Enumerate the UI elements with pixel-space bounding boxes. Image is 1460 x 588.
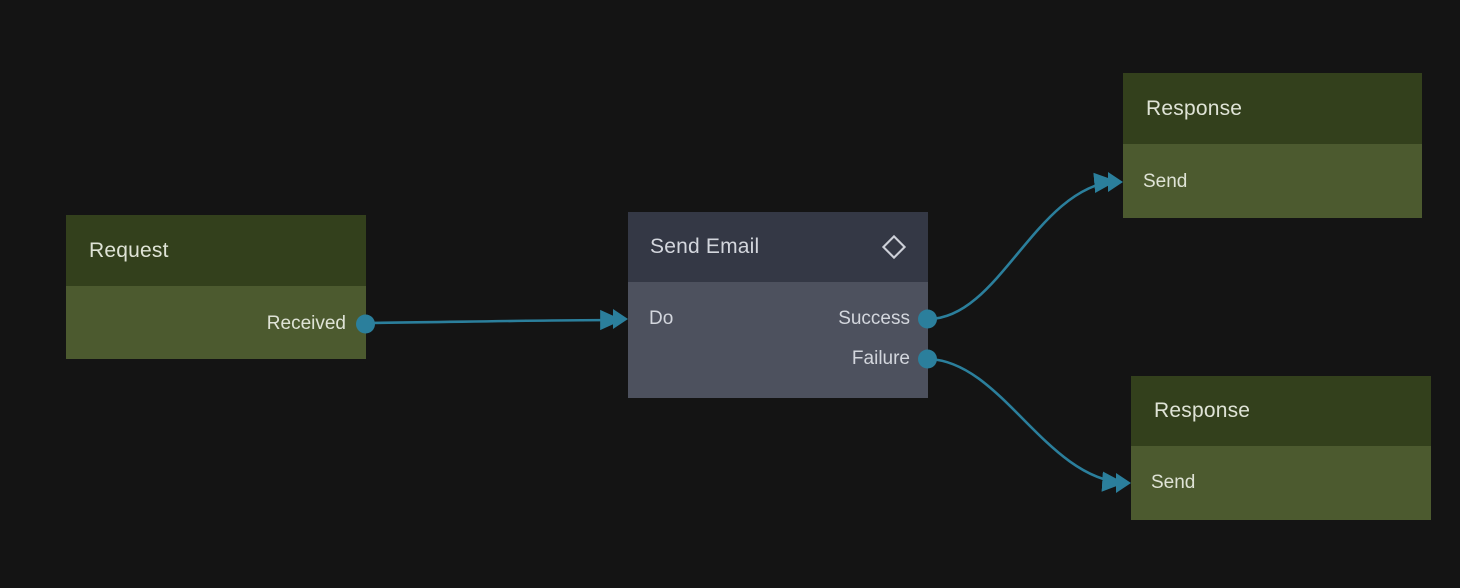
node-send-email-body: Do Success Failure (613, 282, 937, 398)
node-response-success-title: Response (1146, 96, 1243, 120)
output-port-received-dot[interactable] (356, 314, 375, 334)
node-request[interactable]: Request Received (66, 215, 375, 359)
node-response-success-header[interactable]: Response (1123, 73, 1422, 144)
node-request-body: Received (66, 286, 375, 359)
input-port-do[interactable]: Do (613, 306, 674, 332)
input-port-do-label: Do (649, 308, 674, 329)
node-request-title: Request (89, 238, 169, 262)
input-port-send-failure-label: Send (1151, 472, 1196, 493)
edge-failure-to-response[interactable] (928, 357, 1125, 492)
node-response-failure[interactable]: Response Send (1116, 376, 1431, 520)
input-port-send-failure-arrow-icon[interactable] (1116, 473, 1131, 493)
edge-received-to-do[interactable] (365, 309, 623, 331)
output-port-failure-dot[interactable] (918, 349, 937, 369)
output-port-received-label: Received (266, 313, 346, 334)
output-port-failure[interactable]: Failure (851, 346, 937, 372)
input-port-send-success-label: Send (1143, 171, 1188, 192)
output-port-failure-label: Failure (851, 348, 910, 369)
node-request-header[interactable]: Request (66, 215, 366, 286)
edge-success-to-response[interactable] (928, 172, 1117, 321)
node-response-success[interactable]: Response Send (1108, 73, 1422, 218)
diamond-icon (881, 234, 907, 260)
node-send-email-title: Send Email (650, 235, 760, 258)
node-response-failure-title: Response (1154, 399, 1251, 422)
input-port-send-success-arrow-icon[interactable] (1108, 172, 1123, 192)
node-response-failure-header[interactable]: Response (1131, 376, 1431, 446)
node-response-success-body: Send (1108, 144, 1422, 218)
node-send-email[interactable]: Send Email Do Success Failure (613, 212, 937, 398)
output-port-received[interactable]: Received (266, 311, 375, 337)
output-port-success-dot[interactable] (918, 309, 937, 329)
input-port-do-arrow-icon[interactable] (613, 309, 628, 329)
output-port-success-label: Success (838, 308, 910, 329)
node-response-failure-body: Send (1116, 446, 1431, 520)
node-send-email-header[interactable]: Send Email (628, 212, 928, 282)
output-port-success[interactable]: Success (838, 306, 937, 332)
input-port-send-failure[interactable]: Send (1116, 470, 1196, 496)
input-port-send-success[interactable]: Send (1108, 169, 1188, 195)
